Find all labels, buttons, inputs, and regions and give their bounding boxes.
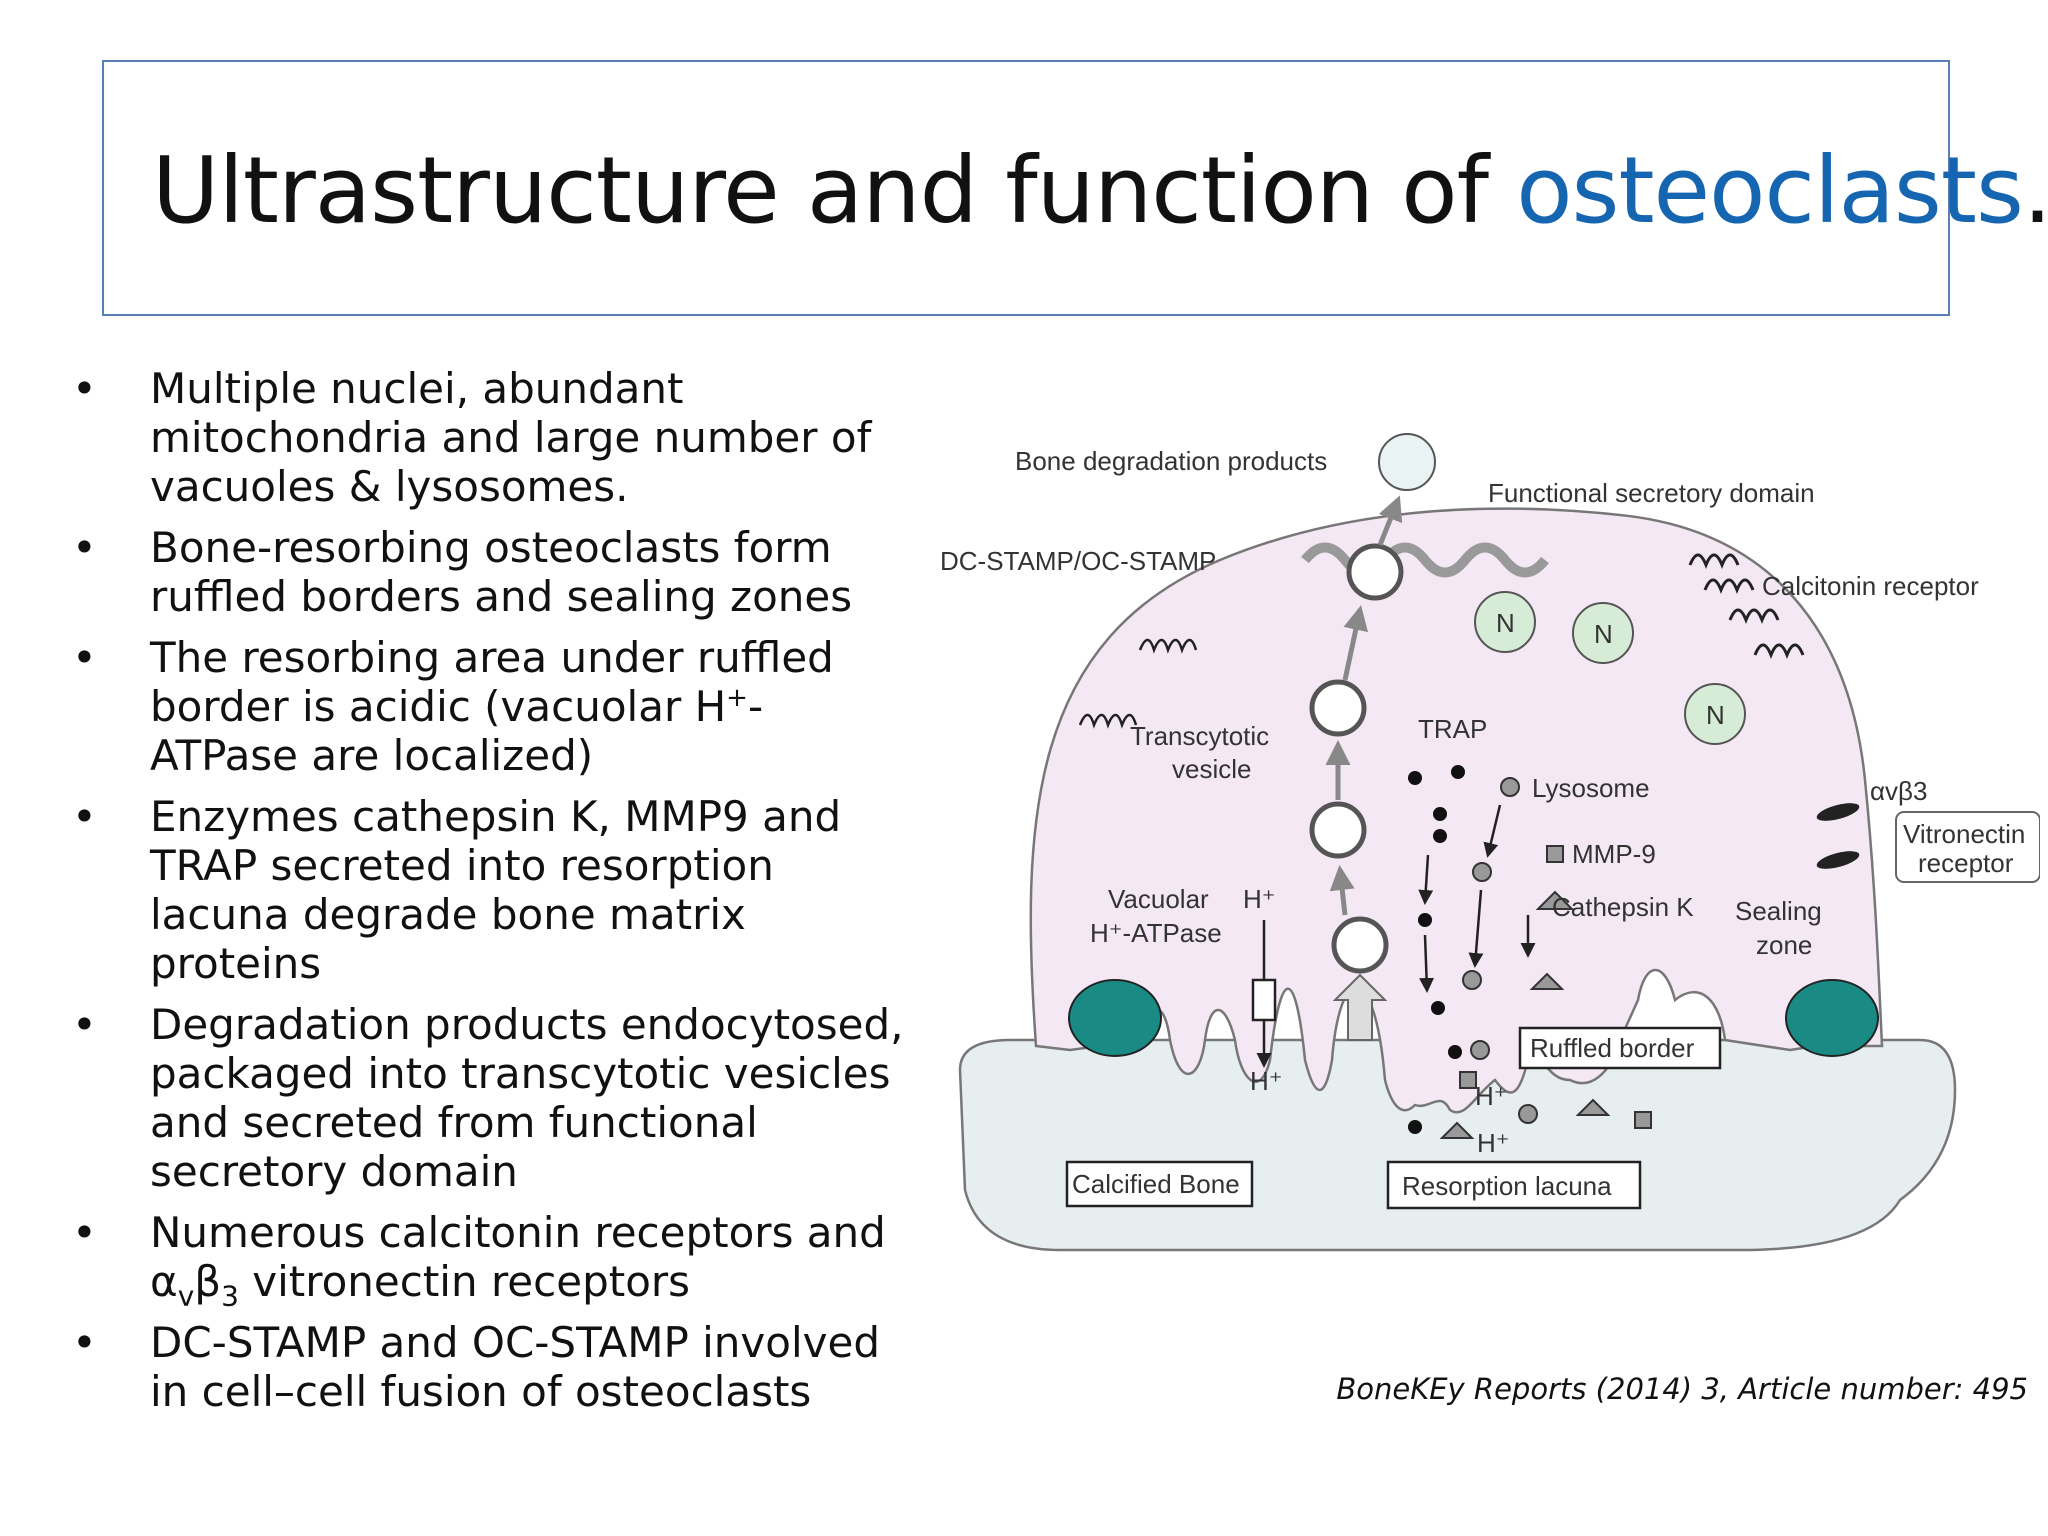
label-vacuolar: Vacuolar <box>1108 884 1209 914</box>
label-calcified-bone: Calcified Bone <box>1072 1169 1240 1199</box>
label-dc-stamp: DC-STAMP/OC-STAMP <box>940 546 1216 576</box>
integrin-icon <box>1816 803 1860 869</box>
bone-degradation-product <box>1378 433 1436 491</box>
bullet-item: Numerous calcitonin receptors and αvβ3 v… <box>70 1208 910 1310</box>
label-secretory-domain: Functional secretory domain <box>1488 478 1815 508</box>
label-calcitonin: Calcitonin receptor <box>1762 571 1979 601</box>
citation: BoneKEy Reports (2014) 3, Article number… <box>1336 1372 2028 1406</box>
proton-pump-icon <box>1251 978 1277 1022</box>
label-trap: TRAP <box>1418 714 1487 744</box>
bullet-item: DC-STAMP and OC-STAMP involved in cell–c… <box>70 1318 910 1416</box>
transport-arrow <box>1329 865 1355 916</box>
transport-arrow <box>1377 495 1403 546</box>
mmp9-squares <box>1459 845 1652 1129</box>
transport-arrow <box>1342 605 1369 681</box>
vitronectin-bracket <box>1895 811 2040 883</box>
nucleus: N <box>1572 602 1634 664</box>
hplus-label: H⁺ <box>1243 884 1276 914</box>
title-accent: osteoclasts <box>1516 137 2024 244</box>
label-avb3: αvβ3 <box>1870 776 1927 806</box>
cathepsin-triangles <box>1439 890 1611 1139</box>
label-lysosome: Lysosome <box>1532 773 1650 803</box>
label-resorption-lacuna: Resorption lacuna <box>1402 1171 1612 1201</box>
lysosome-dots <box>1462 777 1538 1124</box>
ruffled-border-box <box>1518 1026 1722 1070</box>
svg-text:N: N <box>1496 608 1515 638</box>
title-box: Ultrastructure and function of osteoclas… <box>102 60 2048 316</box>
bullet-item: Multiple nuclei, abundant mitochondria a… <box>70 364 910 511</box>
title-main: Ultrastructure and function of <box>152 137 1517 244</box>
label-bone-degradation: Bone degradation products <box>1015 446 1327 476</box>
label-sealing: Sealing <box>1735 896 1822 926</box>
title-end: . <box>2023 137 2048 244</box>
label-transcytotic: Transcytotic <box>1130 721 1269 751</box>
bullet-item: Enzymes cathepsin K, MMP9 and TRAP secre… <box>70 792 910 988</box>
bullet-item: The resorbing area under ruffled border … <box>70 633 910 780</box>
trap-dots <box>1408 765 1465 1134</box>
label-cathepsin: Cathepsin K <box>1552 892 1694 922</box>
label-ruffled-border: Ruffled border <box>1530 1033 1695 1063</box>
nucleus: N <box>1684 683 1746 745</box>
label-vitronectin: Vitronectin <box>1903 819 2025 849</box>
calcitonin-receptor-icon <box>1688 553 1805 660</box>
resorption-lacuna-box <box>1386 1160 1642 1210</box>
osteoclast-diagram: N N N <box>940 433 2040 1252</box>
label-vacuolar: H⁺-ATPase <box>1090 918 1222 948</box>
transcytotic-vesicle <box>1346 543 1404 601</box>
transcytotic-vesicle <box>1309 679 1367 737</box>
label-transcytotic: vesicle <box>1172 754 1251 784</box>
label-mmp9: MMP-9 <box>1572 839 1656 869</box>
bullet-item: Degradation products endocytosed, packag… <box>70 1000 910 1196</box>
sealing-zone-right <box>1785 979 1879 1057</box>
transcytotic-vesicle <box>1309 801 1367 859</box>
bullet-list: Multiple nuclei, abundant mitochondria a… <box>70 364 910 1428</box>
svg-text:N: N <box>1706 700 1725 730</box>
slide-title: Ultrastructure and function of osteoclas… <box>152 136 2048 246</box>
label-vitronectin: receptor <box>1918 848 2014 878</box>
sealing-zone-left <box>1068 979 1162 1057</box>
transcytotic-vesicle <box>1331 916 1389 974</box>
bullet-item: Bone-resorbing osteoclasts form ruffled … <box>70 523 910 621</box>
label-sealing: zone <box>1756 930 1812 960</box>
hplus-label: H⁺ <box>1475 1081 1508 1111</box>
hplus-label: H⁺ <box>1250 1066 1283 1096</box>
secretory-domain-membrane <box>1301 542 1549 578</box>
calcified-bone-box <box>1065 1160 1254 1208</box>
dc-stamp-icon <box>1078 638 1198 729</box>
svg-text:N: N <box>1594 619 1613 649</box>
nucleus: N <box>1474 591 1536 653</box>
hplus-label: H⁺ <box>1477 1128 1510 1158</box>
endocytosis-arrow <box>1332 973 1388 1041</box>
